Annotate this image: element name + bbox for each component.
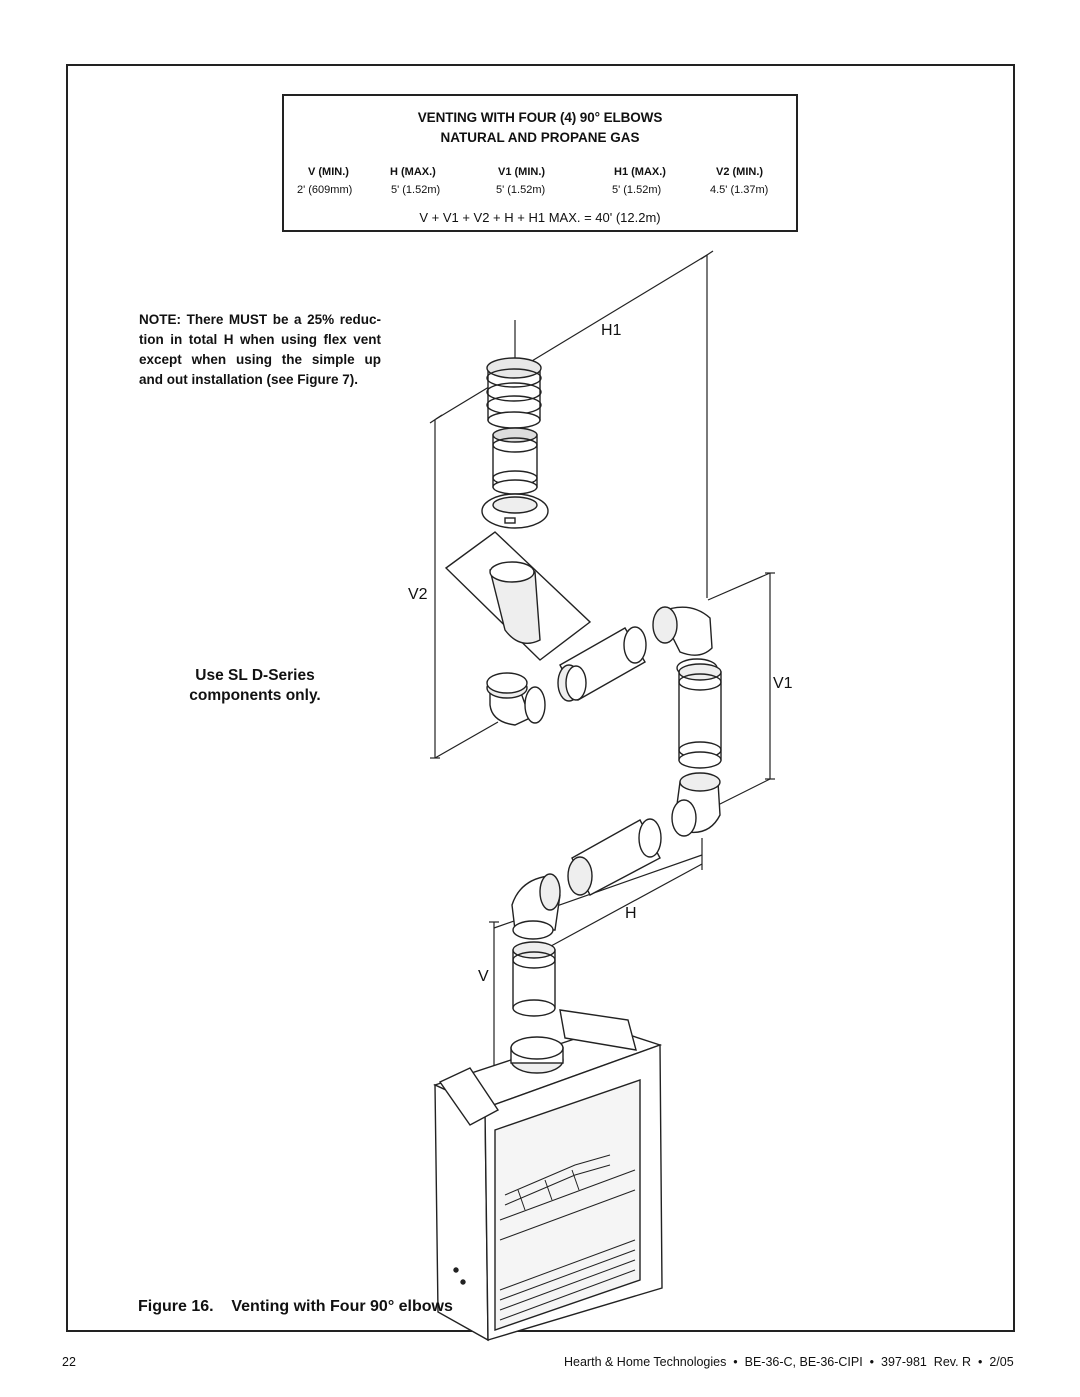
storm-collar [481,493,549,529]
h1-dimension-line [429,250,714,598]
page-frame [66,64,1015,1332]
note-line: and out installation (see Figure 7). [139,372,359,387]
vertical-pipe-v1 [678,663,722,769]
vertical-pipe-v [512,941,556,1017]
table-title: VENTING WITH FOUR (4) 90° ELBOWS [417,110,663,125]
diagonal-pipe-upper [557,626,647,702]
venting-spec-table: VENTING WITH FOUR (4) 90° ELBOWS NATURAL… [282,94,798,232]
components-note-line1: Use SL D-Series [195,667,315,684]
v-dimension-line [489,921,499,1080]
flex-vent-note: NOTE: There MUST be a 25% reduc- tion in… [139,310,381,390]
vent-pipe-section [492,427,538,495]
header-v-min: V (MIN.) [308,166,349,178]
figure-caption: Figure 16. Venting with Four 90° elbows [138,1298,453,1315]
label-h1: H1 [601,322,622,339]
note-line: NOTE: There MUST be a 25% reduc- [139,312,381,327]
header-h1-max: H1 (MAX.) [614,166,666,178]
roof-flashing [444,531,592,661]
components-note: Use SL D-Series components only. [138,666,372,706]
v1-dimension-line [707,572,775,807]
table-subtitle: NATURAL AND PROPANE GAS [440,130,640,145]
components-note-line2: components only. [189,687,321,704]
value-v-min: 2' (609mm) [297,184,353,196]
note-line: except when using the simple up [139,352,381,367]
value-h1-max: 5' (1.52m) [612,184,662,196]
termination-cap [486,357,542,429]
page-number: 22 [62,1355,76,1369]
fireplace-unit [433,1009,663,1342]
elbow-lower-right [671,772,721,837]
label-v2: V2 [408,586,428,603]
diagonal-pipe-lower [567,818,662,896]
label-h: H [625,905,637,922]
header-v2-min: V2 (MIN.) [716,166,764,178]
header-v1-min: V1 (MIN.) [498,166,546,178]
value-v2-min: 4.5' (1.37m) [710,184,769,196]
header-h-max: H (MAX.) [390,166,436,178]
value-v1-min: 5' (1.52m) [496,184,546,196]
total-length-formula: V + V1 + V2 + H + H1 MAX. = 40' (12.2m) [419,210,661,225]
v2-dimension-line [430,420,499,759]
label-v1: V1 [773,675,793,692]
value-h-max: 5' (1.52m) [391,184,441,196]
page-footer: Hearth & Home Technologies • BE-36-C, BE… [564,1355,1014,1369]
note-line: tion in total H when using flex vent [139,332,381,347]
label-v: V [478,968,489,985]
elbow-lower-left [511,873,561,940]
elbow-upper-left [486,672,546,726]
